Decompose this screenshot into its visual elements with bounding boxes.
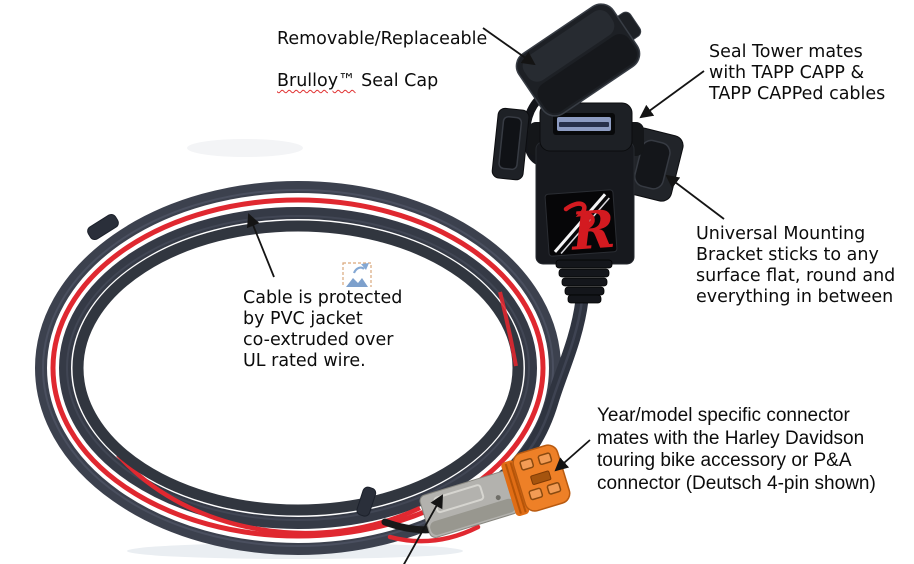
seal-tower-arrow	[639, 70, 705, 119]
logo-3-mark	[563, 201, 595, 232]
red-wire-tail	[387, 524, 481, 544]
annotation-arrows	[247, 27, 725, 564]
annotation-seal-cap: Removable/Replaceable Brulloy™ Seal Cap	[277, 8, 487, 92]
strain-relief	[555, 259, 613, 304]
connector-arrow	[554, 439, 591, 472]
annotation-seal-tower: Seal Tower mates with TAPP CAPP & TAPP C…	[709, 42, 886, 104]
annotation-cable: Cable is protected by PVC jacket co-extr…	[241, 287, 406, 374]
red-wire	[50, 197, 546, 539]
cable-tie-top	[87, 213, 119, 241]
seal-cap-arrow	[482, 27, 536, 66]
brand-label: R	[544, 189, 618, 263]
brand-word: Brulloy™	[277, 71, 356, 91]
cable-coil-middle-turn	[59, 207, 537, 529]
cable-tie-bottom	[356, 486, 377, 517]
cable-coil-inner-turn	[72, 220, 524, 516]
connector-pins	[519, 452, 562, 501]
cable-arrow	[247, 213, 275, 278]
label-stripe	[553, 193, 607, 253]
annotation-line: Seal Cap	[355, 71, 439, 91]
red-wire-glimpse	[498, 291, 518, 367]
usb-port	[553, 113, 615, 135]
coiled-cable	[35, 181, 561, 555]
cable-coil-outer-turn	[35, 181, 561, 555]
red-wire-bottom	[116, 453, 421, 536]
annotation-mounting-bracket: Universal Mounting Bracket sticks to any…	[696, 224, 896, 307]
usb-charger-device: R	[491, 3, 684, 304]
connector-wedge-slot	[530, 470, 552, 485]
annotation-line: Removable/Replaceable	[277, 29, 488, 49]
annotation-connector: Year/model specific connector mates with…	[597, 405, 876, 494]
seal-cap	[515, 3, 642, 117]
mounting-bracket-arrow	[665, 174, 725, 220]
bracket-left-wing	[491, 107, 530, 181]
logo-letter: R	[567, 199, 616, 263]
bottom-cable-arrow	[403, 494, 443, 564]
